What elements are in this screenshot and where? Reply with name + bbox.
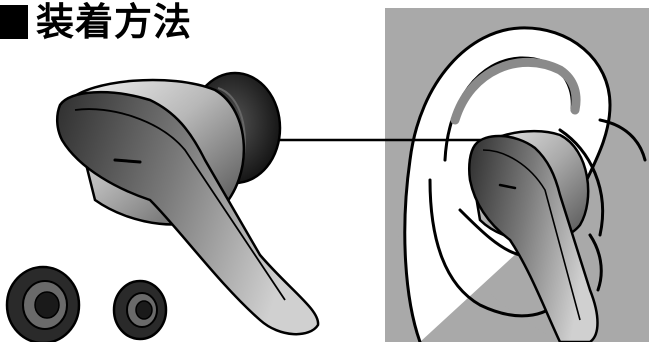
title-square-mark [0,5,28,39]
earbud-large [56,71,320,336]
page-title-text: 装着方法 [36,0,193,44]
earbud-in-ear [467,129,599,342]
page-title: 装着方法 [0,0,192,44]
ear-tip-small [112,279,168,341]
ear-tip-large [5,265,81,342]
